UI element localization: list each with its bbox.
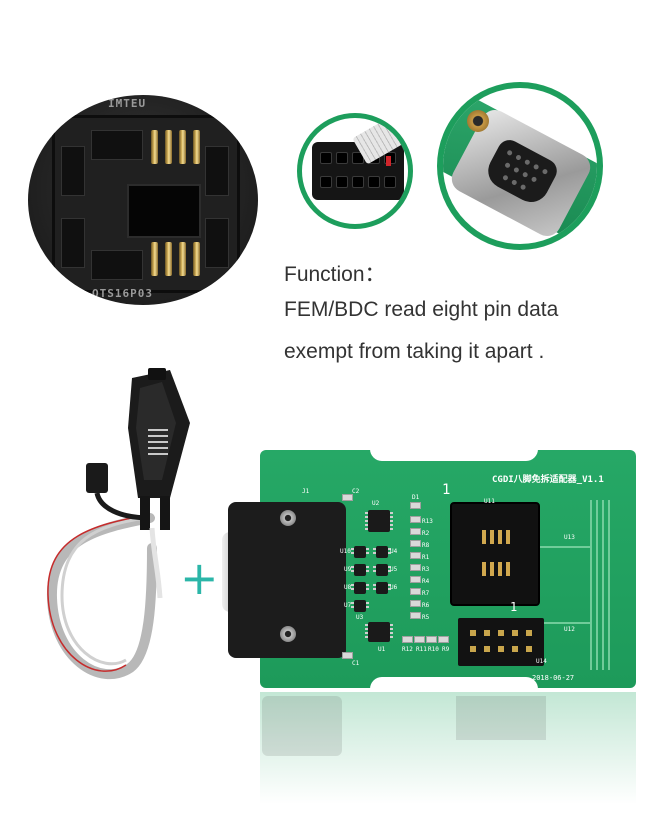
board-10pin-header	[458, 618, 544, 666]
label-r6: R6	[422, 602, 430, 609]
label-j1: J1	[302, 488, 310, 495]
label-c1: C1	[352, 660, 360, 667]
label-r13: R13	[422, 518, 433, 525]
board-reflection	[260, 692, 636, 824]
socket-chip-bay	[127, 184, 201, 238]
board-bottom-notch	[370, 677, 538, 689]
pin1-marker-bottom: 1	[510, 600, 518, 614]
cap-c2	[342, 494, 353, 501]
pin1-red-stripe	[386, 156, 391, 166]
vga-socket	[481, 135, 561, 209]
soic-socket-closeup-photo: IMTEU OTS16P03	[28, 95, 258, 305]
function-heading: Function：	[284, 263, 386, 286]
socket-marking-top: IMTEU	[108, 97, 147, 110]
socket-frame	[52, 115, 240, 293]
board-vga-screw-top	[280, 510, 296, 526]
ic-u2	[365, 510, 393, 532]
label-r10: R10	[428, 646, 439, 653]
ic-u4	[373, 546, 391, 558]
vga-connector-closeup-photo	[437, 82, 603, 250]
label-c2: C2	[352, 488, 360, 495]
socket-marking-bottom: OTS16P03	[92, 287, 153, 300]
label-r4: R4	[422, 578, 430, 585]
label-u12: U12	[564, 626, 575, 633]
cgdi-adapter-board: CGDI八脚免拆适配器_V1.1 2018-06-27 1 1 J1 U2 U1…	[222, 449, 636, 689]
led-d1	[410, 502, 421, 509]
pin1-marker-top: 1	[442, 482, 451, 498]
ic-u5	[373, 564, 391, 576]
label-r11: R11	[416, 646, 427, 653]
label-u13: U13	[564, 534, 575, 541]
ic-u1	[365, 622, 393, 642]
label-u6: U6	[390, 584, 398, 591]
cap-c1	[342, 652, 353, 659]
label-r12: R12	[402, 646, 413, 653]
board-title-silkscreen: CGDI八脚免拆适配器_V1.1	[492, 475, 604, 485]
ic-u9	[351, 564, 369, 576]
label-r7: R7	[422, 590, 430, 597]
label-u8: U8	[344, 584, 352, 591]
label-r2: R2	[422, 530, 430, 537]
label-d1: D1	[412, 494, 420, 501]
label-r9: R9	[442, 646, 450, 653]
label-u9: U9	[344, 566, 352, 573]
label-r5: R5	[422, 614, 430, 621]
label-u10: U10	[340, 548, 351, 555]
plus-icon: +	[180, 551, 219, 605]
label-u5: U5	[390, 566, 398, 573]
label-u3: U3	[356, 614, 364, 621]
ic-u6	[373, 582, 391, 594]
label-u11: U11	[484, 498, 495, 505]
vga-screw	[467, 110, 489, 132]
label-u1: U1	[378, 646, 386, 653]
board-date-silkscreen: 2018-06-27	[532, 674, 575, 682]
board-top-notch	[370, 449, 538, 461]
board-soic8-socket	[450, 502, 540, 606]
label-u7: U7	[344, 602, 352, 609]
soic8-test-clip-with-cable	[46, 368, 190, 680]
ic-u8	[351, 582, 369, 594]
ic-u7	[351, 600, 369, 612]
label-r1: R1	[422, 554, 430, 561]
label-r3: R3	[422, 566, 430, 573]
board-vga-screw-bottom	[280, 626, 296, 642]
function-line-2: exempt from taking it apart .	[284, 340, 545, 363]
label-u4: U4	[390, 548, 398, 555]
ic-u10	[351, 546, 369, 558]
label-u14: U14	[536, 658, 547, 665]
function-line-1: FEM/BDC read eight pin data	[284, 298, 559, 321]
label-u2: U2	[372, 500, 380, 507]
ribbon-header-closeup-photo	[297, 113, 413, 229]
label-r8: R8	[422, 542, 430, 549]
